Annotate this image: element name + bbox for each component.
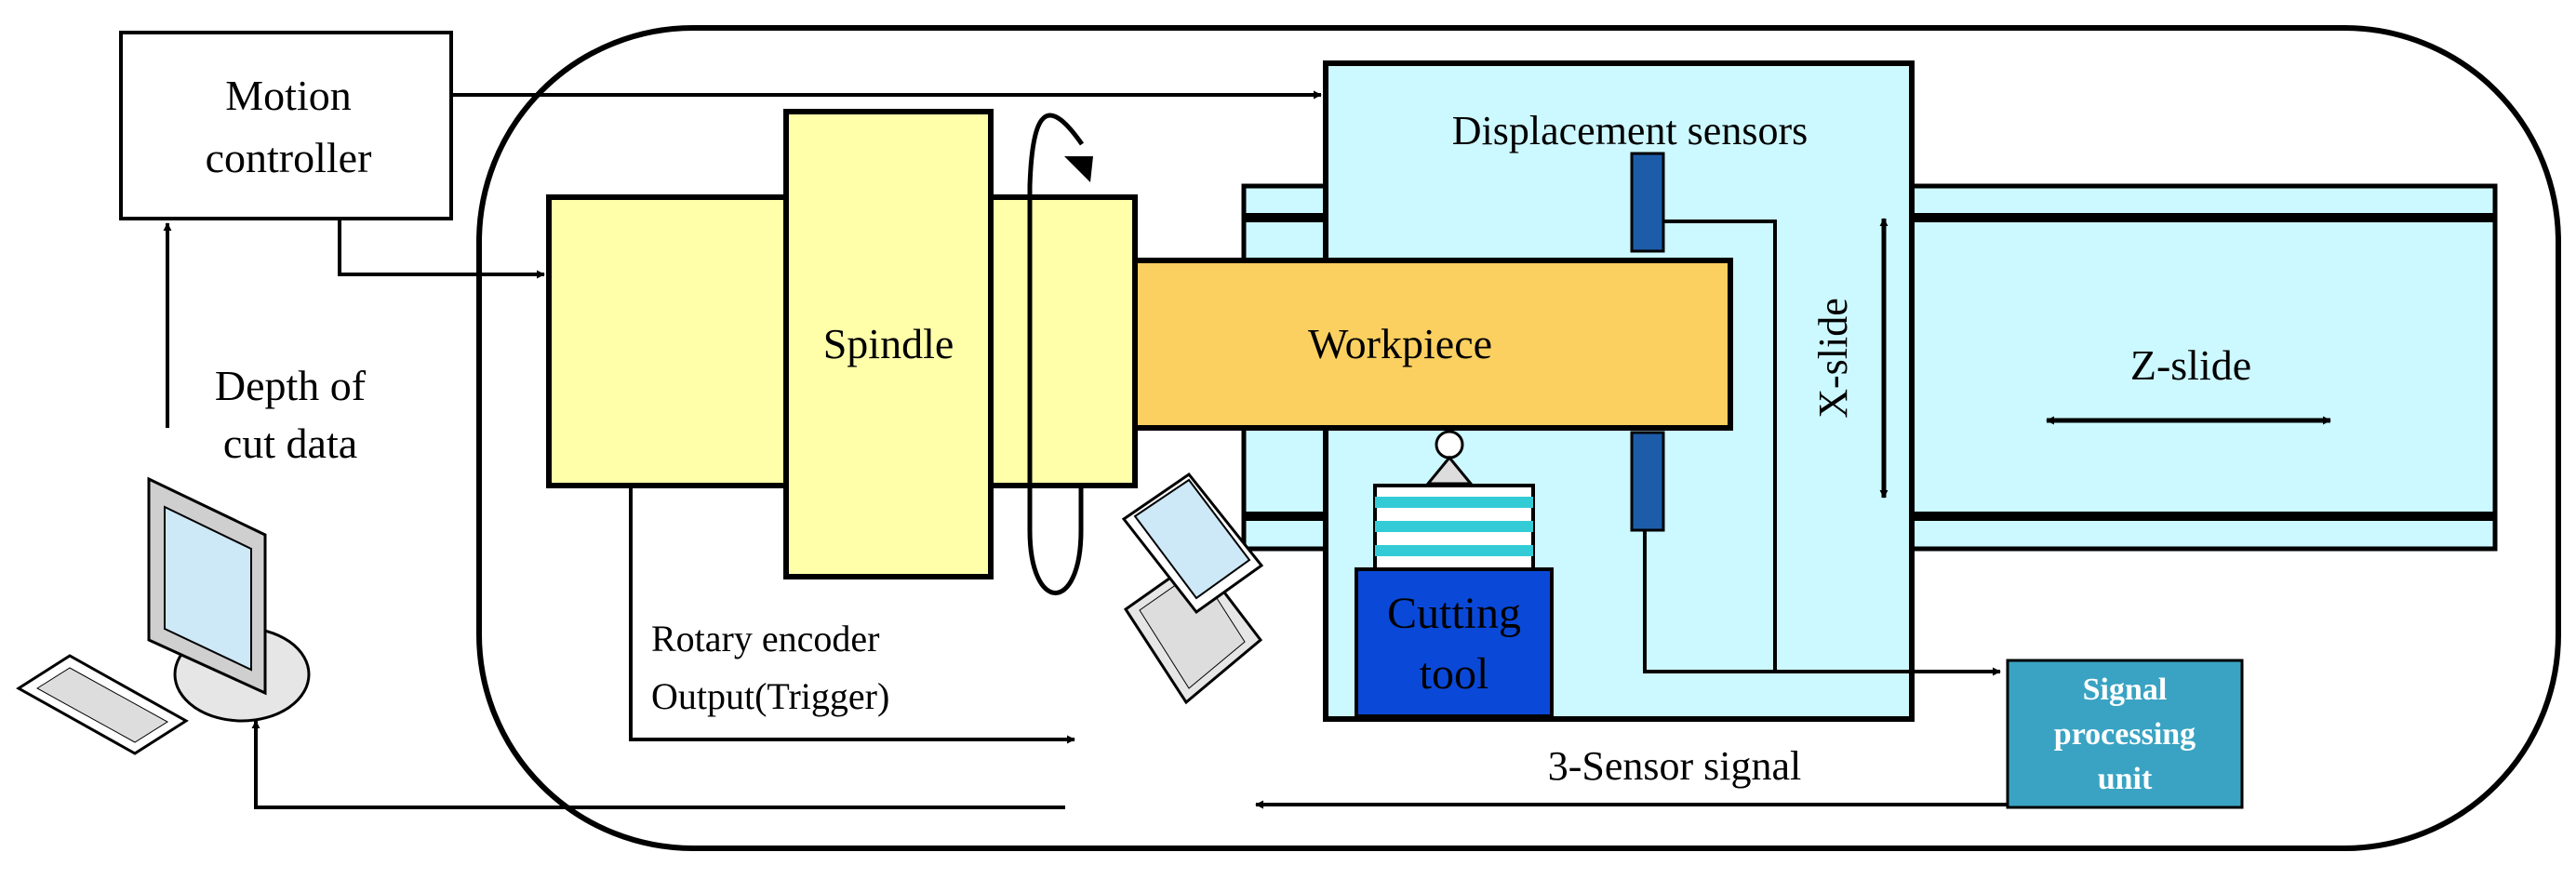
displacement-sensors-label: Displacement sensors	[1452, 108, 1808, 153]
laptop-icon	[1121, 472, 1264, 705]
motion-controller-label: Motion	[225, 72, 351, 119]
workpiece-label: Workpiece	[1308, 320, 1492, 367]
displacement-sensors	[1630, 152, 1665, 532]
cutting-tool-label-2: tool	[1420, 649, 1489, 699]
signal-processing-unit	[2006, 659, 2244, 809]
sensor-lower	[1630, 431, 1665, 532]
three-sensor-signal-label: 3-Sensor signal	[1548, 743, 1802, 789]
motion-controller-box	[119, 31, 453, 220]
z-slide-label: Z-slide	[2130, 341, 2251, 389]
rotation-arrow	[1027, 113, 1085, 595]
signal-processing-label: Signal	[2083, 673, 2168, 707]
signal-processing-label-2: processing	[2054, 717, 2196, 752]
desktop-computer-icon	[16, 476, 311, 755]
spindle-assembly	[546, 109, 1138, 595]
rotary-encoder-label: Rotary encoder	[651, 618, 879, 659]
sensor-upper	[1630, 152, 1665, 253]
motion-controller-label-2: controller	[206, 134, 372, 181]
workpiece	[1132, 258, 1733, 431]
signal-wiring	[163, 90, 2008, 809]
cutting-tool	[1355, 430, 1554, 718]
cutting-tool-label: Cutting	[1387, 589, 1521, 638]
rotary-encoder-label-2: Output(Trigger)	[651, 675, 889, 717]
depth-of-cut-label-2: cut data	[223, 420, 357, 467]
depth-of-cut-label: Depth of	[215, 362, 367, 409]
spindle-head	[783, 109, 994, 579]
signal-processing-label-3: unit	[2098, 762, 2153, 796]
x-slide-label: X-slide	[1810, 298, 1856, 419]
rotation-arrowhead	[1064, 156, 1093, 182]
slide-arrows	[1879, 218, 2331, 499]
spindle-label: Spindle	[823, 320, 954, 367]
